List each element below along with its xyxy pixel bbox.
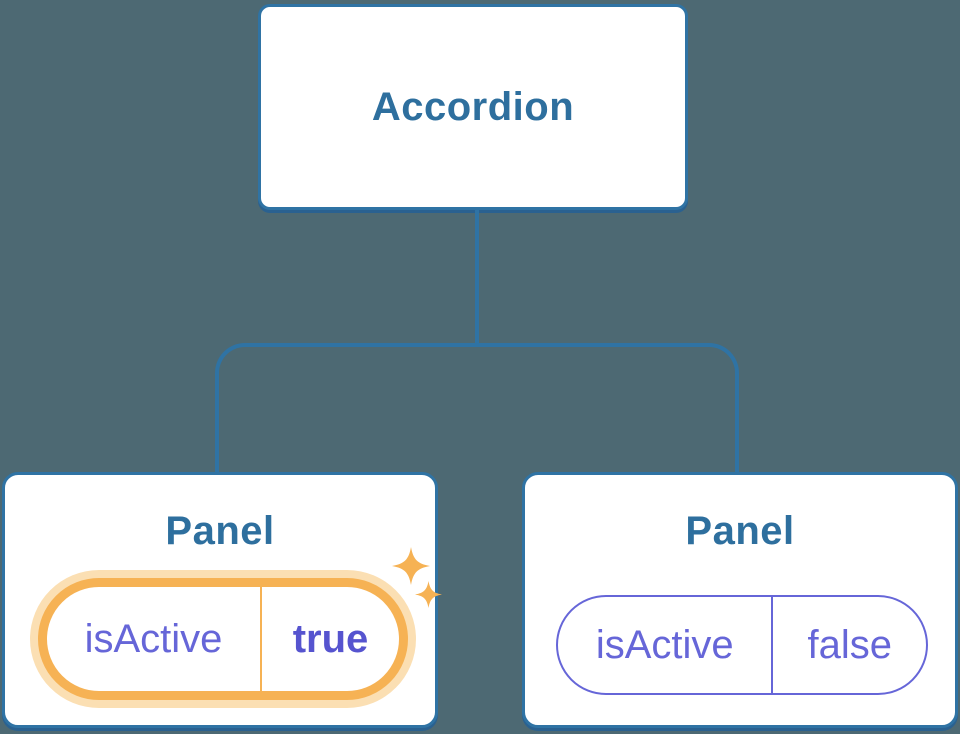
state-value: false <box>807 622 892 667</box>
connector-bracket <box>215 343 739 472</box>
state-key: isActive <box>84 616 223 661</box>
accordion-node-label: Accordion <box>371 84 575 129</box>
panel-node-inactive: Panel isActive false <box>522 472 958 728</box>
state-value: true <box>292 616 369 661</box>
panel-node-label: Panel <box>165 509 275 553</box>
state-pill-inactive: isActive false <box>556 595 928 695</box>
sparkle-icon <box>392 547 430 585</box>
accordion-node: Accordion <box>258 4 688 210</box>
pill-divider <box>771 597 774 693</box>
state-pill-active: isActive true <box>38 578 408 700</box>
state-key: isActive <box>595 622 734 667</box>
panel-node-active: Panel isActive true <box>2 472 442 728</box>
sparkle-icon <box>415 581 442 608</box>
pill-divider <box>259 587 262 691</box>
panel-node-label: Panel <box>685 509 795 553</box>
connector-stem <box>475 210 479 345</box>
